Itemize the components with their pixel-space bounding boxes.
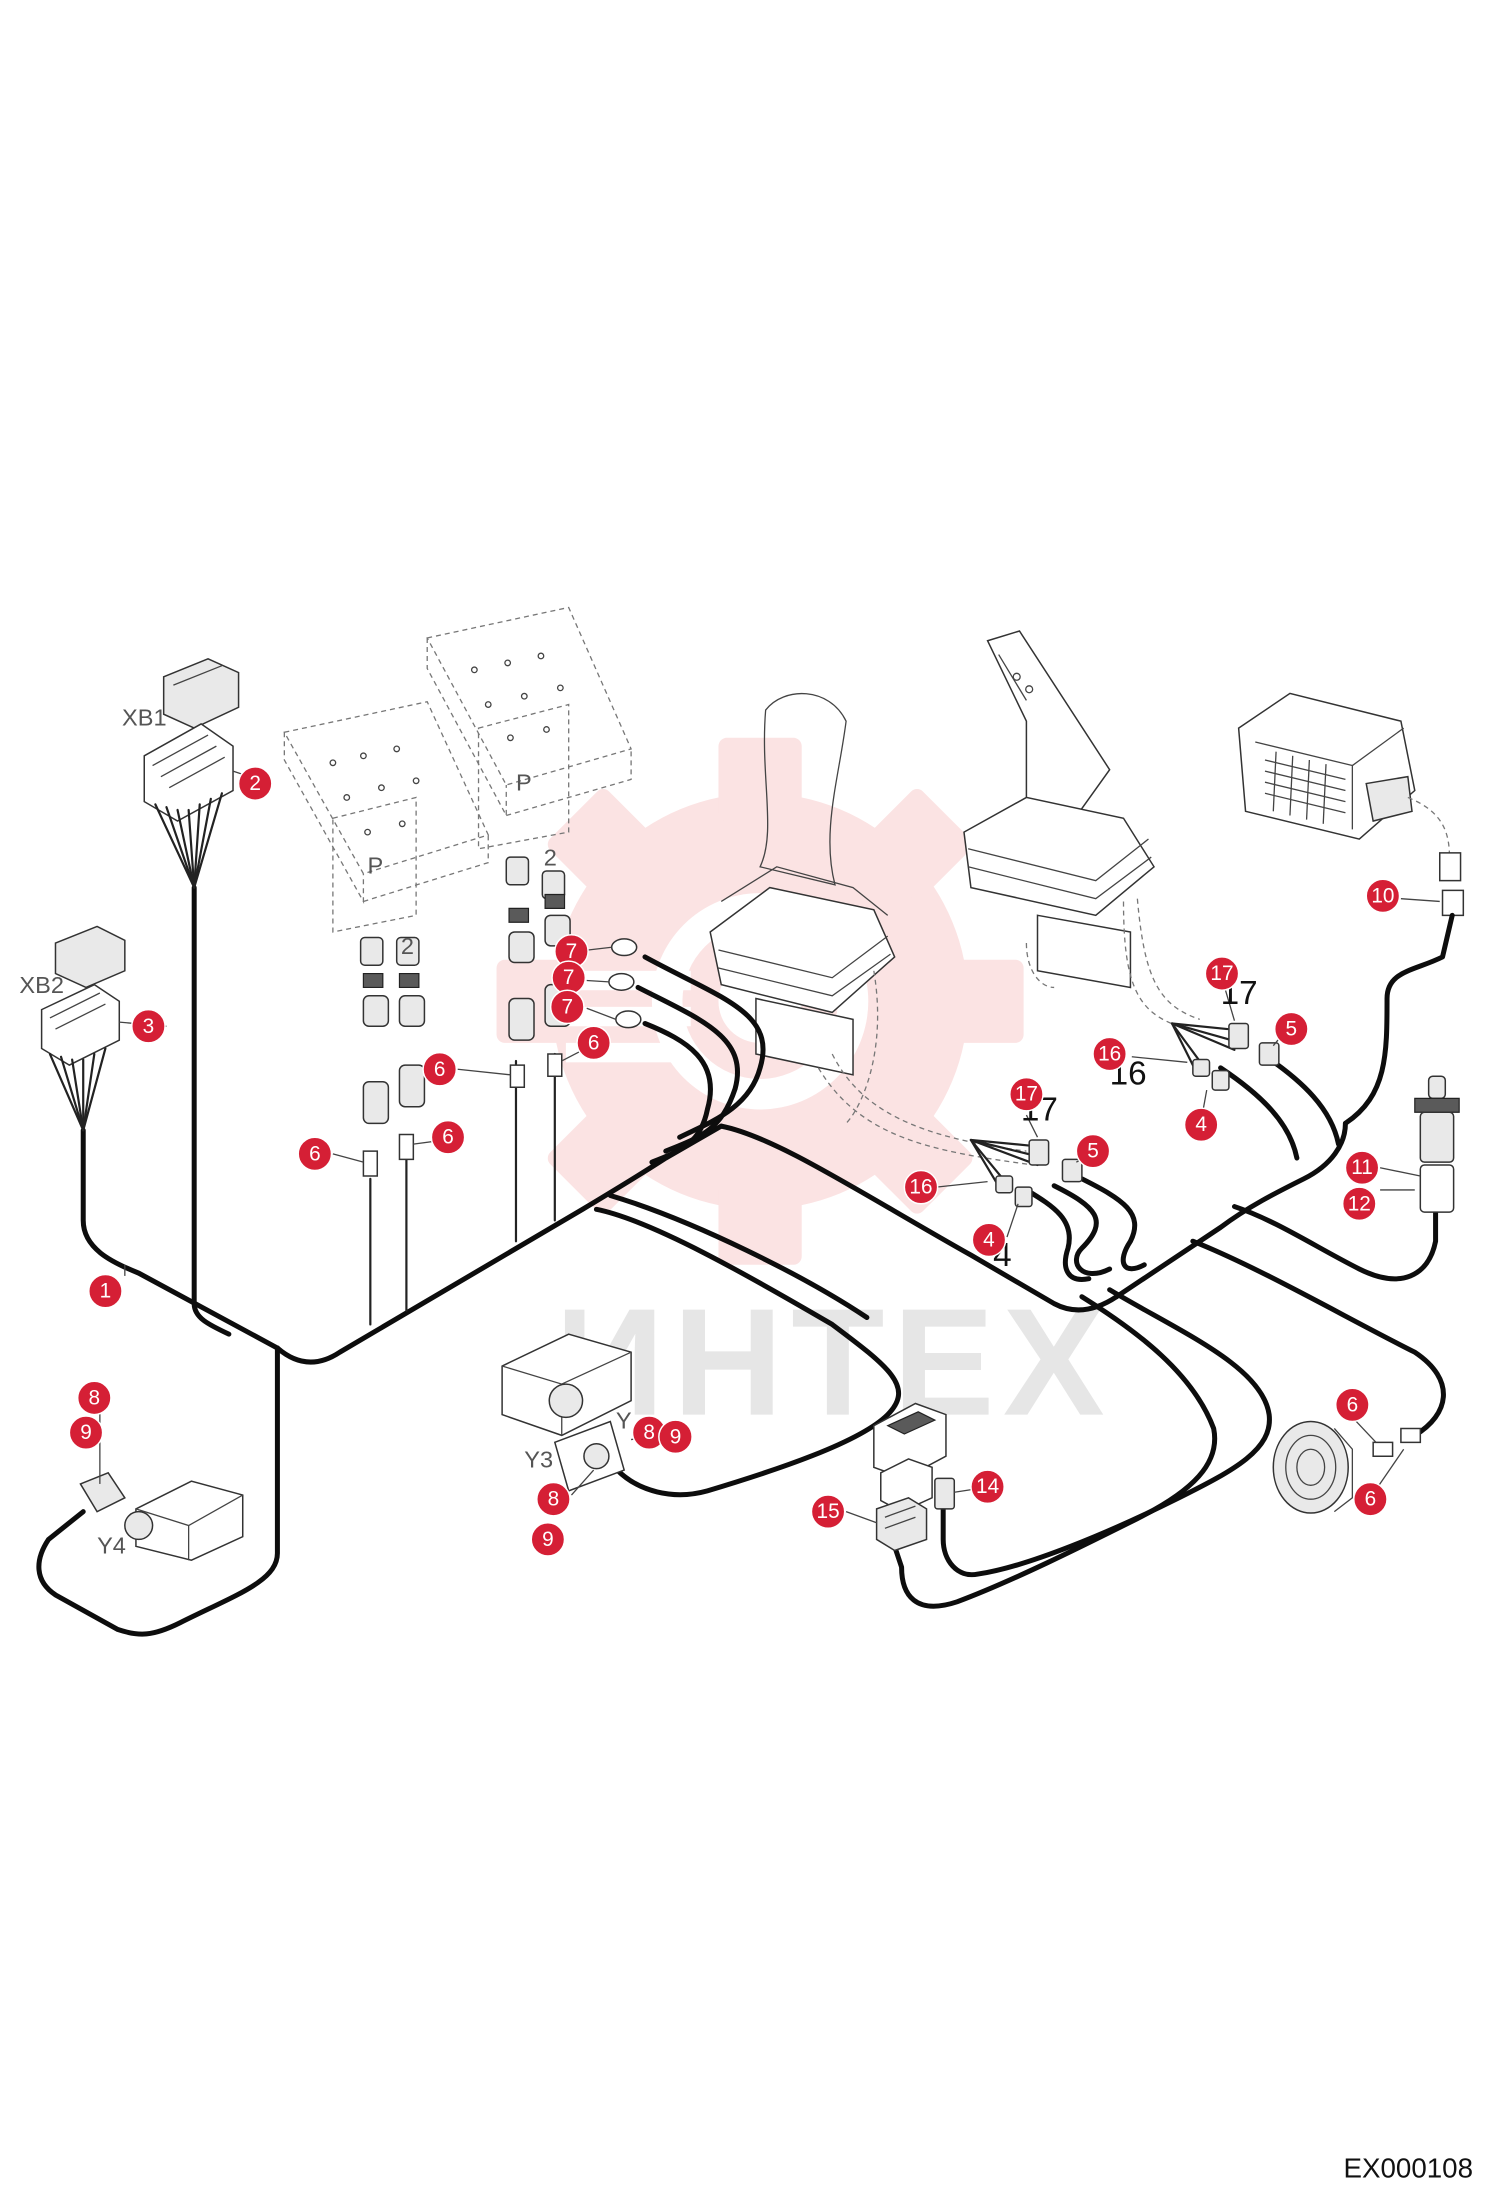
svg-text:6: 6 [434, 1058, 446, 1081]
callout-badge[interactable]: 10 [1366, 879, 1399, 912]
svg-text:6: 6 [1365, 1488, 1377, 1511]
callout-badge[interactable]: 6 [1354, 1483, 1387, 1516]
svg-text:9: 9 [670, 1425, 682, 1448]
callout-badge[interactable]: 6 [431, 1121, 464, 1154]
valve-y4: Y4 [80, 1473, 242, 1560]
callout-badge[interactable]: 17 [1205, 957, 1238, 990]
valve-y3: Y3 Y [502, 1334, 632, 1491]
svg-text:6: 6 [309, 1142, 321, 1165]
svg-text:6: 6 [588, 1031, 600, 1054]
y3-label: Y3 [524, 1446, 553, 1472]
callout-badge[interactable]: 6 [577, 1026, 610, 1059]
connector-xb1: XB1 [122, 659, 239, 888]
connector-group-lower [971, 1140, 1082, 1207]
callout-badge[interactable]: 17 [1010, 1078, 1043, 1111]
callout-badge[interactable]: 8 [537, 1483, 570, 1516]
svg-text:10: 10 [1371, 884, 1394, 907]
svg-text:5: 5 [1087, 1140, 1099, 1163]
svg-text:16: 16 [1098, 1043, 1121, 1066]
switch-connector-15 [877, 1498, 927, 1551]
left-pedal-outline: P [284, 702, 488, 932]
svg-text:2: 2 [544, 844, 557, 870]
callout-badge[interactable]: 6 [423, 1053, 456, 1086]
callout-badge[interactable]: 5 [1275, 1012, 1308, 1045]
svg-text:8: 8 [89, 1386, 101, 1409]
callout-badge[interactable]: 12 [1343, 1187, 1376, 1220]
callout-badge[interactable]: 7 [551, 990, 584, 1023]
svg-text:2: 2 [401, 933, 414, 959]
svg-text:1: 1 [100, 1280, 112, 1303]
svg-text:7: 7 [563, 966, 575, 989]
svg-text:2: 2 [249, 772, 261, 795]
svg-text:17: 17 [1015, 1083, 1038, 1106]
callout-badge[interactable]: 16 [1093, 1037, 1126, 1070]
y4-label: Y4 [97, 1532, 126, 1558]
svg-text:12: 12 [1348, 1192, 1371, 1215]
document-id: EX000108 [1344, 2152, 1473, 2183]
callout-badge[interactable]: 9 [69, 1416, 102, 1449]
callout-badge[interactable]: 11 [1345, 1151, 1378, 1184]
svg-text:9: 9 [80, 1421, 92, 1444]
svg-text:17: 17 [1210, 962, 1233, 985]
callout-badge[interactable]: 16 [904, 1171, 937, 1204]
callout-badge[interactable]: 4 [972, 1223, 1005, 1256]
callout-badge[interactable]: 2 [239, 767, 272, 800]
svg-text:4: 4 [1195, 1113, 1207, 1136]
svg-text:8: 8 [643, 1421, 655, 1444]
svg-text:7: 7 [566, 940, 578, 963]
right-joystick [964, 631, 1200, 1026]
svg-text:14: 14 [976, 1475, 999, 1498]
svg-text:3: 3 [143, 1015, 155, 1038]
svg-text:16: 16 [909, 1176, 932, 1199]
ecu-module [1239, 693, 1464, 915]
main-harness [39, 888, 1452, 1635]
callout-badge[interactable]: 8 [78, 1381, 111, 1414]
svg-text:9: 9 [542, 1528, 554, 1551]
svg-text:7: 7 [562, 995, 574, 1018]
xb1-label: XB1 [122, 704, 167, 730]
svg-text:P: P [368, 853, 384, 879]
callout-badge[interactable]: 5 [1076, 1134, 1109, 1167]
connector-group-upper [1172, 1023, 1279, 1090]
connector-xb2: XB2 [19, 926, 124, 1130]
callout-badge[interactable]: 9 [659, 1420, 692, 1453]
pressure-sensor [1380, 1076, 1459, 1212]
svg-text:5: 5 [1286, 1018, 1298, 1041]
svg-text:15: 15 [816, 1500, 839, 1523]
callout-badge[interactable]: 4 [1185, 1108, 1218, 1141]
callout-badge[interactable]: 9 [531, 1523, 564, 1556]
switch-connector-14 [935, 1478, 954, 1509]
svg-text:4: 4 [983, 1228, 995, 1251]
svg-text:8: 8 [548, 1488, 560, 1511]
callout-badge[interactable]: 14 [971, 1470, 1004, 1503]
callout-badge[interactable]: 3 [132, 1010, 165, 1043]
right-pedal-outline: P [427, 607, 631, 848]
ring-terminals [609, 939, 641, 1028]
callout-badge[interactable]: 15 [811, 1495, 844, 1528]
svg-text:P: P [516, 770, 532, 796]
svg-text:6: 6 [1347, 1393, 1359, 1416]
callout-badge[interactable]: 1 [89, 1275, 122, 1308]
left-joystick [710, 694, 1033, 1165]
callout-badge[interactable]: 6 [1336, 1388, 1369, 1421]
rocker-switch [874, 1403, 946, 1511]
callout-badge[interactable]: 7 [552, 961, 585, 994]
callout-badge[interactable]: 6 [298, 1137, 331, 1170]
xb2-label: XB2 [19, 972, 64, 998]
callout-badges: 1 2 3 4 4 5 5 6 [69, 767, 1399, 1556]
y-partial-label: Y [616, 1407, 632, 1433]
horn [1273, 1422, 1420, 1514]
pedal-pressure-switches: 2 2 [361, 844, 570, 1176]
svg-text:11: 11 [1351, 1156, 1373, 1179]
svg-text:6: 6 [442, 1126, 454, 1149]
